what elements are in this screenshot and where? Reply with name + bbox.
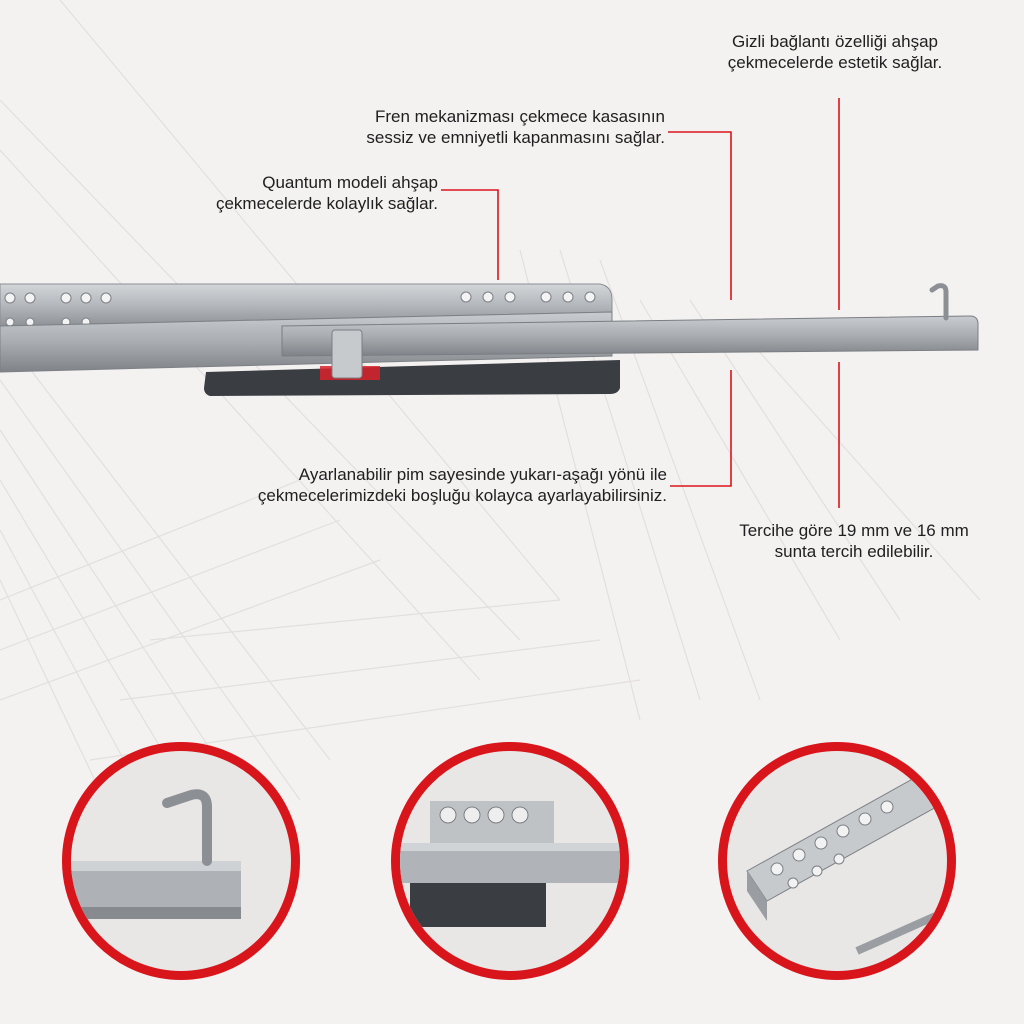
damper-detail-icon xyxy=(400,801,620,927)
callout-board-thickness: Tercihe göre 19 mm ve 16 mm sunta tercih… xyxy=(713,520,995,562)
callout-quantum-line2: çekmecelerde kolaylık sağlar. xyxy=(215,194,438,213)
callout-brake-line1: Fren mekanizması çekmece kasasının xyxy=(374,107,665,126)
hook xyxy=(929,283,949,321)
extension-rail xyxy=(281,315,979,357)
detail-hook xyxy=(62,742,300,980)
callout-quantum-line1: Quantum modeli ahşap xyxy=(262,173,438,192)
detail-damper xyxy=(391,742,629,980)
callout-brake: Fren mekanizması çekmece kasasının sessi… xyxy=(262,106,665,148)
hook-detail-icon xyxy=(71,789,241,919)
callout-hidden-line2: çekmecelerde estetik sağlar. xyxy=(727,53,943,72)
callout-hidden-line1: Gizli bağlantı özelliği ahşap xyxy=(731,32,938,51)
mounting-holes xyxy=(4,291,596,327)
callout-board-line1: Tercihe göre 19 mm ve 16 mm xyxy=(739,521,969,540)
perforated-rail-detail-icon xyxy=(746,770,947,955)
callout-brake-line2: sessiz ve emniyetli kapanmasını sağlar. xyxy=(366,128,665,147)
callout-quantum: Quantum modeli ahşap çekmecelerde kolayl… xyxy=(150,172,438,214)
callout-board-line2: sunta tercih edilebilir. xyxy=(774,542,934,561)
callout-pin-line1: Ayarlanabilir pim sayesinde yukarı-aşağı… xyxy=(298,465,667,484)
soft-close-damper xyxy=(204,360,620,396)
callout-hidden-connection: Gizli bağlantı özelliği ahşap çekmeceler… xyxy=(690,31,980,73)
callout-pin-line2: çekmecelerimizdeki boşluğu kolayca ayarl… xyxy=(257,486,667,505)
callout-adjustable-pin: Ayarlanabilir pim sayesinde yukarı-aşağı… xyxy=(150,464,667,506)
detail-perforated-rail xyxy=(718,742,956,980)
adjustment-clip xyxy=(331,329,363,379)
